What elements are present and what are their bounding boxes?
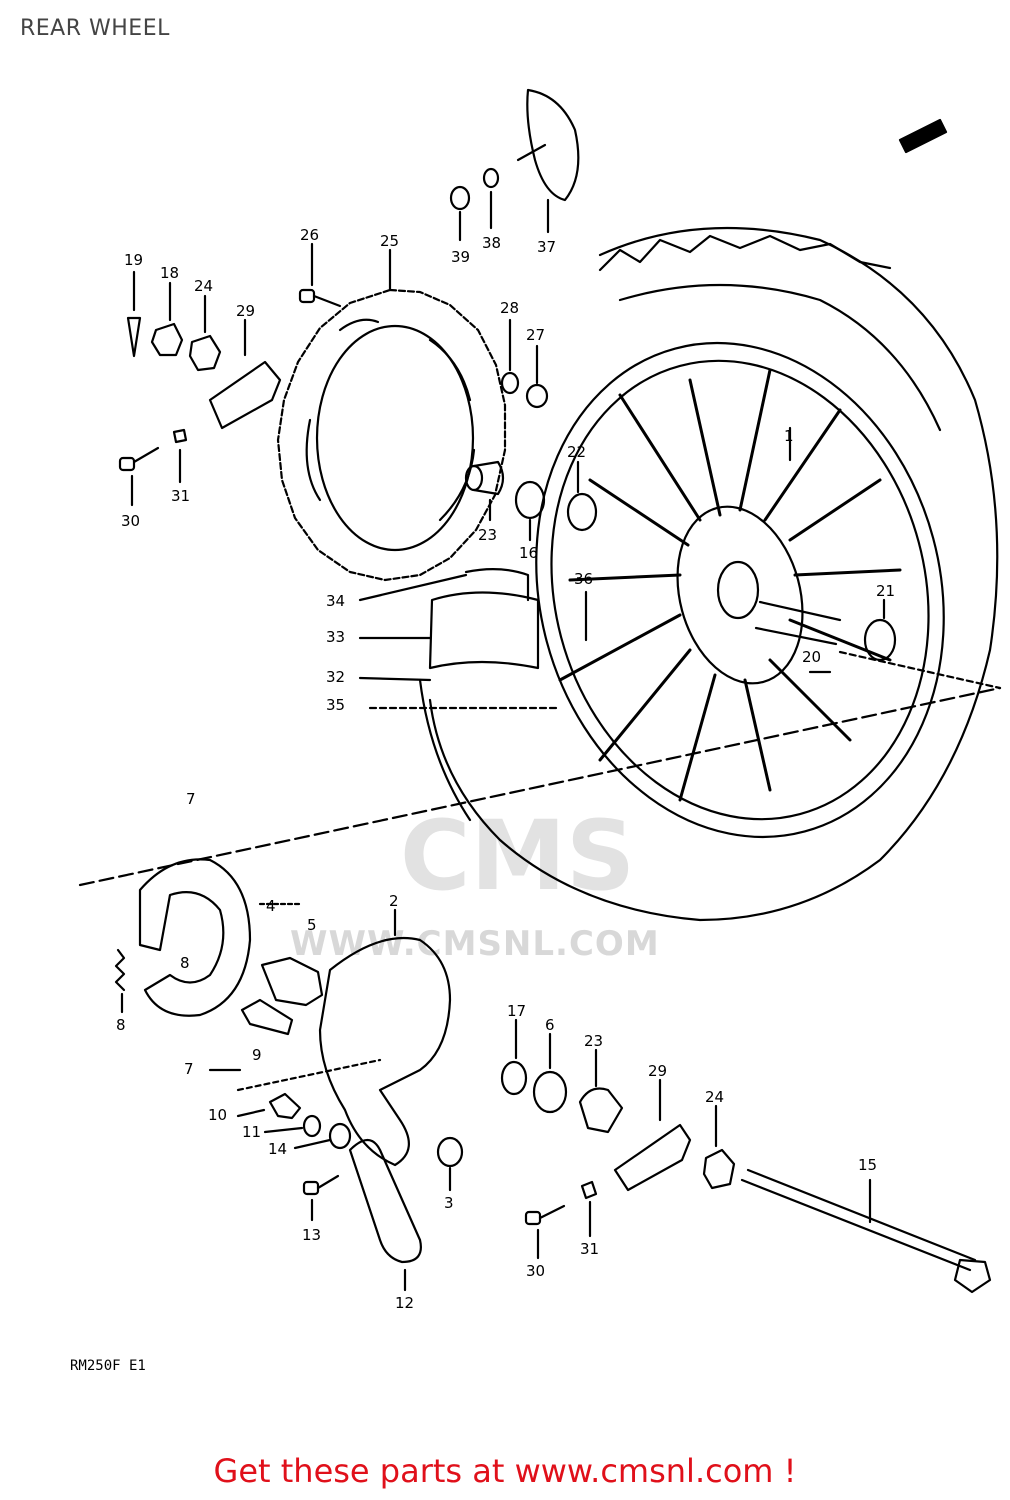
part-9-cam-shaft: [240, 998, 294, 1036]
callout-37: 37: [537, 238, 556, 256]
callout-34: 34: [326, 592, 345, 610]
part-17-washer: [500, 1060, 528, 1096]
model-code: RM250F E1: [70, 1358, 146, 1374]
callout-26: 26: [300, 226, 319, 244]
part-6b-bearing: [532, 1070, 568, 1114]
callout-22: 22: [567, 443, 586, 461]
callout-30: 30: [121, 512, 140, 530]
callout-38: 38: [482, 234, 501, 252]
callout-30-lower: 30: [526, 1262, 545, 1280]
page-title: REAR WHEEL: [20, 16, 170, 41]
part-6-brake-shoe: [138, 858, 252, 1017]
callout-16: 16: [519, 544, 538, 562]
part-30-bolt: [118, 446, 160, 507]
callout-3: 3: [444, 1194, 454, 1212]
part-28-washer: [500, 371, 520, 395]
callout-20: 20: [802, 648, 821, 666]
callout-27: 27: [526, 326, 545, 344]
part-22-bearing: [566, 492, 598, 532]
callout-35: 35: [326, 696, 345, 714]
part-26-bolt: [298, 242, 342, 308]
part-1-rim: [535, 341, 945, 839]
callout-10: 10: [208, 1106, 227, 1124]
part-39-nut: [449, 185, 471, 211]
part-18-nut: [150, 322, 184, 357]
part-21-nut: [863, 618, 897, 662]
part-hub: [676, 505, 842, 685]
callout-25: 25: [380, 232, 399, 250]
callout-8-inner: 8: [180, 954, 190, 972]
callout-1: 1: [784, 427, 794, 445]
part-38-washer: [482, 167, 500, 189]
part-37-guard: [516, 88, 580, 234]
part-spokes: [558, 368, 902, 802]
callout-23-lower: 23: [584, 1032, 603, 1050]
footer-link[interactable]: Get these parts at www.cmsnl.com !: [213, 1452, 797, 1490]
callout-24-lower: 24: [705, 1088, 724, 1106]
callout-17: 17: [507, 1002, 526, 1020]
watermark-url: WWW.CMSNL.COM: [290, 924, 660, 964]
part-2-brake-panel: [318, 908, 452, 1167]
watermark-logo: CMS: [400, 800, 636, 912]
callout-13: 13: [302, 1226, 321, 1244]
part-tyre: [428, 226, 999, 922]
callout-12: 12: [395, 1294, 414, 1312]
part-13-bolt: [302, 1174, 340, 1222]
callout-31: 31: [171, 487, 190, 505]
callout-14: 14: [268, 1140, 287, 1158]
callout-7: 7: [184, 1060, 194, 1078]
callout-5: 5: [307, 916, 317, 934]
part-23-spacer: [464, 460, 505, 522]
part-23b-spacer: [578, 1087, 624, 1134]
callout-15: 15: [858, 1156, 877, 1174]
part-12-brake-arm: [348, 1138, 422, 1264]
callout-6: 6: [545, 1016, 555, 1034]
part-24b-nut: [702, 1148, 736, 1190]
part-3-collar: [436, 1136, 464, 1168]
callout-2: 2: [389, 892, 399, 910]
part-19-cotter-pin: [126, 316, 142, 358]
callout-21: 21: [876, 582, 895, 600]
part-15-axle: [740, 1168, 992, 1294]
part-5-cam: [260, 956, 324, 1007]
part-29b-adjuster: [613, 1123, 692, 1192]
part-31b-washer: [580, 1180, 598, 1200]
callout-9: 9: [252, 1046, 262, 1064]
part-11-washer: [302, 1114, 322, 1138]
part-30b-bolt: [524, 1204, 566, 1260]
callout-29-lower: 29: [648, 1062, 667, 1080]
callout-4: 4: [266, 897, 276, 915]
part-33-rim-band: [358, 568, 540, 670]
callout-23: 23: [478, 526, 497, 544]
part-10-nut: [268, 1092, 302, 1120]
callout-32: 32: [326, 668, 345, 686]
callout-7-top: 7: [186, 790, 196, 808]
part-8-spring: [114, 948, 126, 992]
callout-29: 29: [236, 302, 255, 320]
callout-39: 39: [451, 248, 470, 266]
callout-36: 36: [574, 570, 593, 588]
callout-28: 28: [500, 299, 519, 317]
callout-31-lower: 31: [580, 1240, 599, 1258]
part-14-washer: [328, 1122, 352, 1150]
callout-8: 8: [116, 1016, 126, 1034]
callout-33: 33: [326, 628, 345, 646]
part-27-nut: [525, 383, 549, 409]
part-29-adjuster: [208, 360, 282, 430]
part-25-sprocket: [276, 248, 507, 582]
callout-24: 24: [194, 277, 213, 295]
part-31-washer: [172, 428, 188, 444]
callout-19: 19: [124, 251, 143, 269]
part-24-nut: [188, 334, 222, 372]
callout-18: 18: [160, 264, 179, 282]
direction-arrow-icon: [898, 118, 948, 154]
callout-11: 11: [242, 1123, 261, 1141]
